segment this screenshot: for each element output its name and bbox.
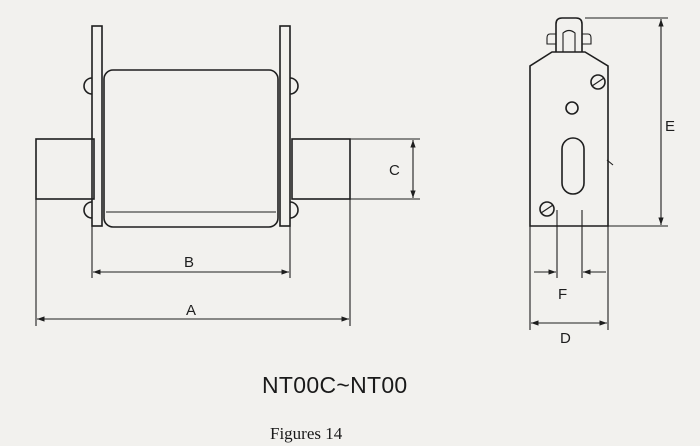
dimension-e: E xyxy=(585,17,675,227)
side-view: E F D xyxy=(529,17,675,347)
dimension-a: A xyxy=(35,199,351,326)
screw-bottom-icon xyxy=(539,201,555,217)
dimension-a-label: A xyxy=(186,302,196,319)
dimension-d-label: D xyxy=(560,330,571,347)
screw-top-icon xyxy=(590,74,606,90)
rivet-bottom-left xyxy=(83,201,93,219)
dimension-d: D xyxy=(529,226,609,347)
indicator-hole xyxy=(565,101,579,115)
model-label: NT00C~NT00 xyxy=(262,372,408,398)
rivet-top-right xyxy=(289,77,299,95)
figure-caption: Figures 14 xyxy=(270,424,343,443)
left-blade xyxy=(35,138,95,200)
dimension-c-label: C xyxy=(389,162,400,179)
front-view: B A C xyxy=(35,25,420,326)
rivet-top-left xyxy=(83,77,93,95)
dimension-f: F xyxy=(534,269,606,303)
rivet-bottom-right xyxy=(289,201,299,219)
dimension-f-label: F xyxy=(558,286,567,303)
right-blade xyxy=(291,138,351,200)
right-plate xyxy=(279,25,291,227)
slot xyxy=(561,137,585,195)
dimension-c: C xyxy=(350,138,420,200)
dimension-b: B xyxy=(91,226,291,278)
dimension-b-label: B xyxy=(184,254,194,271)
top-hook xyxy=(555,17,583,52)
left-plate xyxy=(91,25,103,227)
fuse-body xyxy=(103,69,279,228)
dimension-e-label: E xyxy=(665,118,675,135)
